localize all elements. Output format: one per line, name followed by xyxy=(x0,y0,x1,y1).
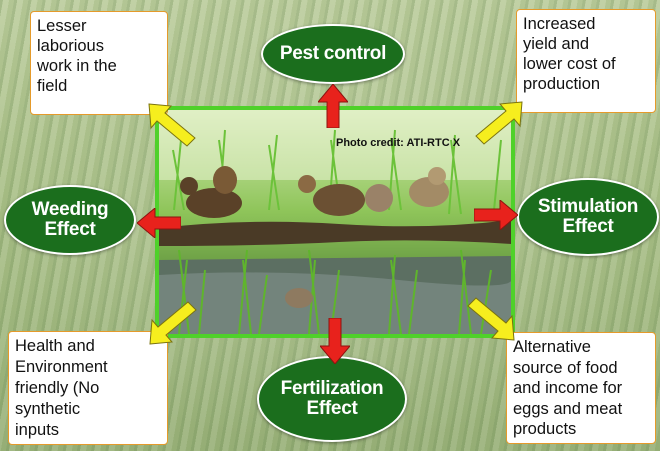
benefit-line: yield and xyxy=(523,34,649,54)
down-arrow-icon xyxy=(320,318,350,364)
stimulation-label-line1: Stimulation xyxy=(538,197,638,217)
weeding-effect-oval: Weeding Effect xyxy=(4,185,136,255)
benefit-line: Environment xyxy=(15,357,161,378)
benefit-line: work in the xyxy=(37,56,161,76)
up-arrow-icon xyxy=(318,84,348,128)
benefit-line: Alternative xyxy=(513,337,649,358)
diagonal-arrow-bottom-left-icon xyxy=(148,300,200,346)
benefit-line: Increased xyxy=(523,14,649,34)
benefit-line: Lesser xyxy=(37,16,161,36)
benefit-alternative-source-box: Alternative source of food and income fo… xyxy=(506,332,656,444)
right-arrow-icon xyxy=(474,200,518,230)
benefit-line: source of food xyxy=(513,358,649,379)
left-arrow-icon xyxy=(137,208,181,238)
fertilization-effect-oval: Fertilization Effect xyxy=(257,356,407,442)
ducklings-rice-paddy-photo xyxy=(155,106,515,338)
weeding-label-line2: Effect xyxy=(45,220,96,240)
benefit-line: inputs xyxy=(15,420,161,441)
benefit-line: products xyxy=(513,419,649,440)
diagonal-arrow-top-right-icon xyxy=(472,100,524,146)
benefit-lesser-laborious-box: Lesser laborious work in the field xyxy=(30,11,168,115)
diagonal-arrow-bottom-right-icon xyxy=(464,294,516,342)
pest-control-label: Pest control xyxy=(280,44,386,64)
benefit-line: eggs and meat xyxy=(513,399,649,420)
benefit-line: laborious xyxy=(37,36,161,56)
benefit-line: lower cost of xyxy=(523,54,649,74)
benefit-line: friendly (No xyxy=(15,378,161,399)
fertilization-label-line1: Fertilization xyxy=(281,379,384,399)
stimulation-effect-oval: Stimulation Effect xyxy=(517,178,659,256)
benefit-increased-yield-box: Increased yield and lower cost of produc… xyxy=(516,9,656,113)
benefit-health-environment-box: Health and Environment friendly (No synt… xyxy=(8,331,168,445)
stimulation-label-line2: Effect xyxy=(563,217,614,237)
benefit-line: production xyxy=(523,74,649,94)
photo-credit: Photo credit: ATI-RTC X xyxy=(336,137,460,149)
benefit-line: and income for xyxy=(513,378,649,399)
benefit-line: Health and xyxy=(15,336,161,357)
benefit-line: synthetic xyxy=(15,399,161,420)
fertilization-label-line2: Effect xyxy=(307,399,358,419)
diagonal-arrow-top-left-icon xyxy=(147,102,197,148)
weeding-label-line1: Weeding xyxy=(32,200,109,220)
benefit-line: field xyxy=(37,76,161,96)
pest-control-oval: Pest control xyxy=(261,24,405,84)
